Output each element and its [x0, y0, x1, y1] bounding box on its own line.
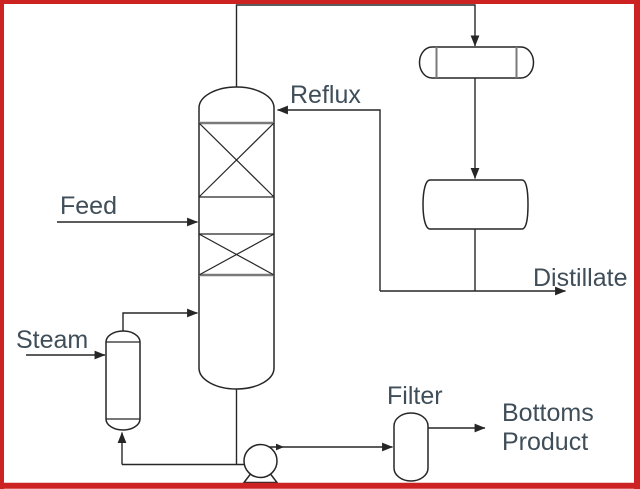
reflux-label: Reflux [290, 81, 361, 109]
bottoms-product-label-line2: Product [502, 428, 588, 456]
reboiler-tangent-lines [106, 341, 140, 420]
overhead-vapor-line [235, 4, 480, 87]
pump-outlet-arrowhead-icon [276, 443, 284, 451]
packing-section-2-icon [198, 233, 275, 276]
bottoms-product-label-line1: Bottoms [502, 399, 594, 427]
reflux-line [276, 105, 381, 291]
filter-label: Filter [387, 382, 443, 410]
distillation-column [198, 86, 275, 390]
pump [243, 443, 278, 479]
stream-labels: Reflux Feed Steam Distillate Filter Bott… [16, 81, 627, 456]
piping [26, 4, 567, 469]
equipment [105, 46, 535, 484]
packing-section-1-icon [198, 122, 275, 198]
steam-label: Steam [16, 326, 88, 354]
condenser-exchanger [418, 46, 535, 79]
reflux-drum [422, 179, 529, 230]
distillate-label: Distillate [533, 264, 627, 292]
condenser-tube-sheets [435, 47, 518, 78]
filter-vessel [393, 412, 429, 482]
reboiler-vessel [105, 330, 141, 431]
feed-label: Feed [60, 192, 117, 220]
reboiler-vapor-line [122, 308, 199, 331]
